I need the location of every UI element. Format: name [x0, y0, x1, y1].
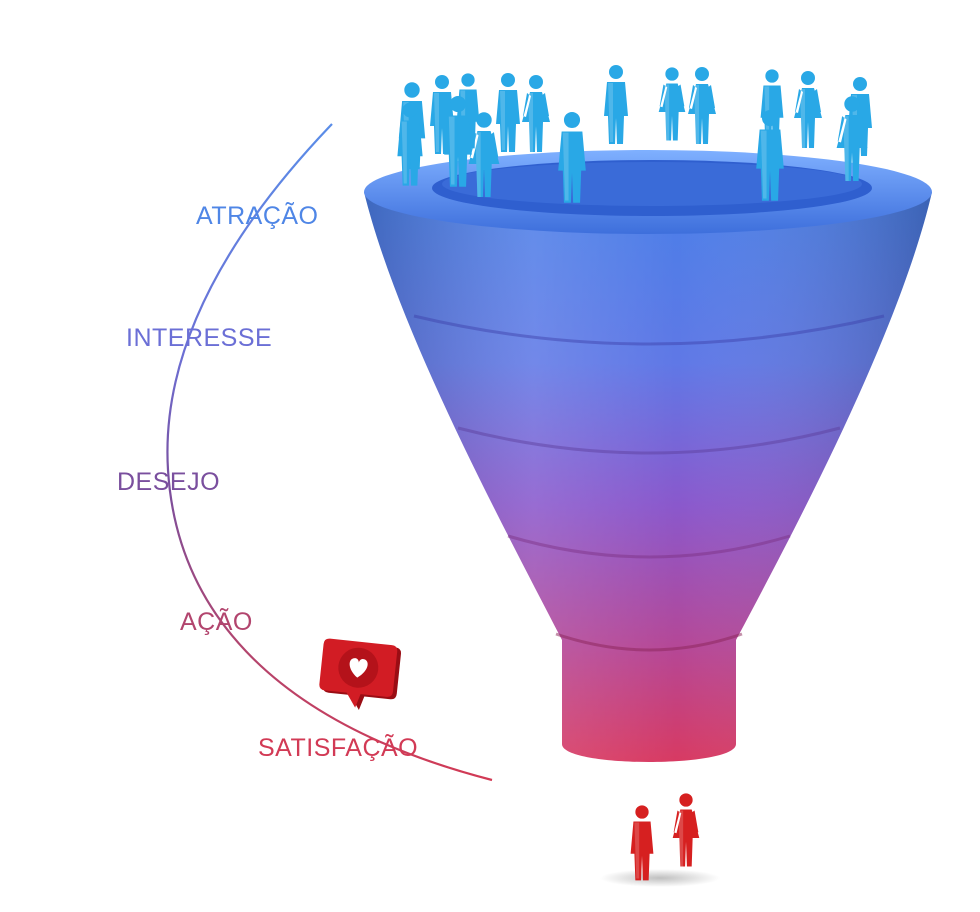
- person-icon: [658, 67, 686, 141]
- person-icon: [558, 111, 586, 203]
- converted-people: [630, 793, 700, 881]
- person-icon: [630, 805, 654, 881]
- stage-label-atracao: ATRAÇÃO: [196, 202, 319, 230]
- funnel-segment-seam: [555, 632, 743, 652]
- person-icon: [794, 71, 822, 148]
- notification-bubble: [319, 638, 401, 711]
- crowd-people-top: [397, 65, 872, 203]
- stage-label-satisfacao: SATISFAÇÃO: [258, 734, 419, 762]
- person-icon: [397, 102, 423, 186]
- person-icon: [496, 73, 520, 152]
- person-icon: [672, 793, 700, 867]
- stage-label-acao: AÇÃO: [180, 608, 253, 636]
- ground-shadow: [600, 869, 720, 887]
- person-icon: [836, 96, 868, 181]
- stage-arc: [166, 123, 493, 782]
- person-icon: [468, 112, 500, 197]
- stage-label-desejo: DESEJO: [117, 468, 221, 496]
- stage-label-interesse: INTERESSE: [126, 324, 273, 352]
- person-icon: [756, 109, 784, 201]
- person-icon: [444, 95, 472, 187]
- funnel: [364, 150, 932, 762]
- person-icon: [522, 75, 550, 152]
- funnel-segment-seam: [507, 534, 791, 559]
- person-icon: [688, 67, 716, 144]
- funnel-segment-seam: [457, 426, 841, 455]
- funnel-segment-seam: [413, 314, 885, 346]
- person-icon: [604, 65, 628, 144]
- heart-icon: [349, 658, 368, 678]
